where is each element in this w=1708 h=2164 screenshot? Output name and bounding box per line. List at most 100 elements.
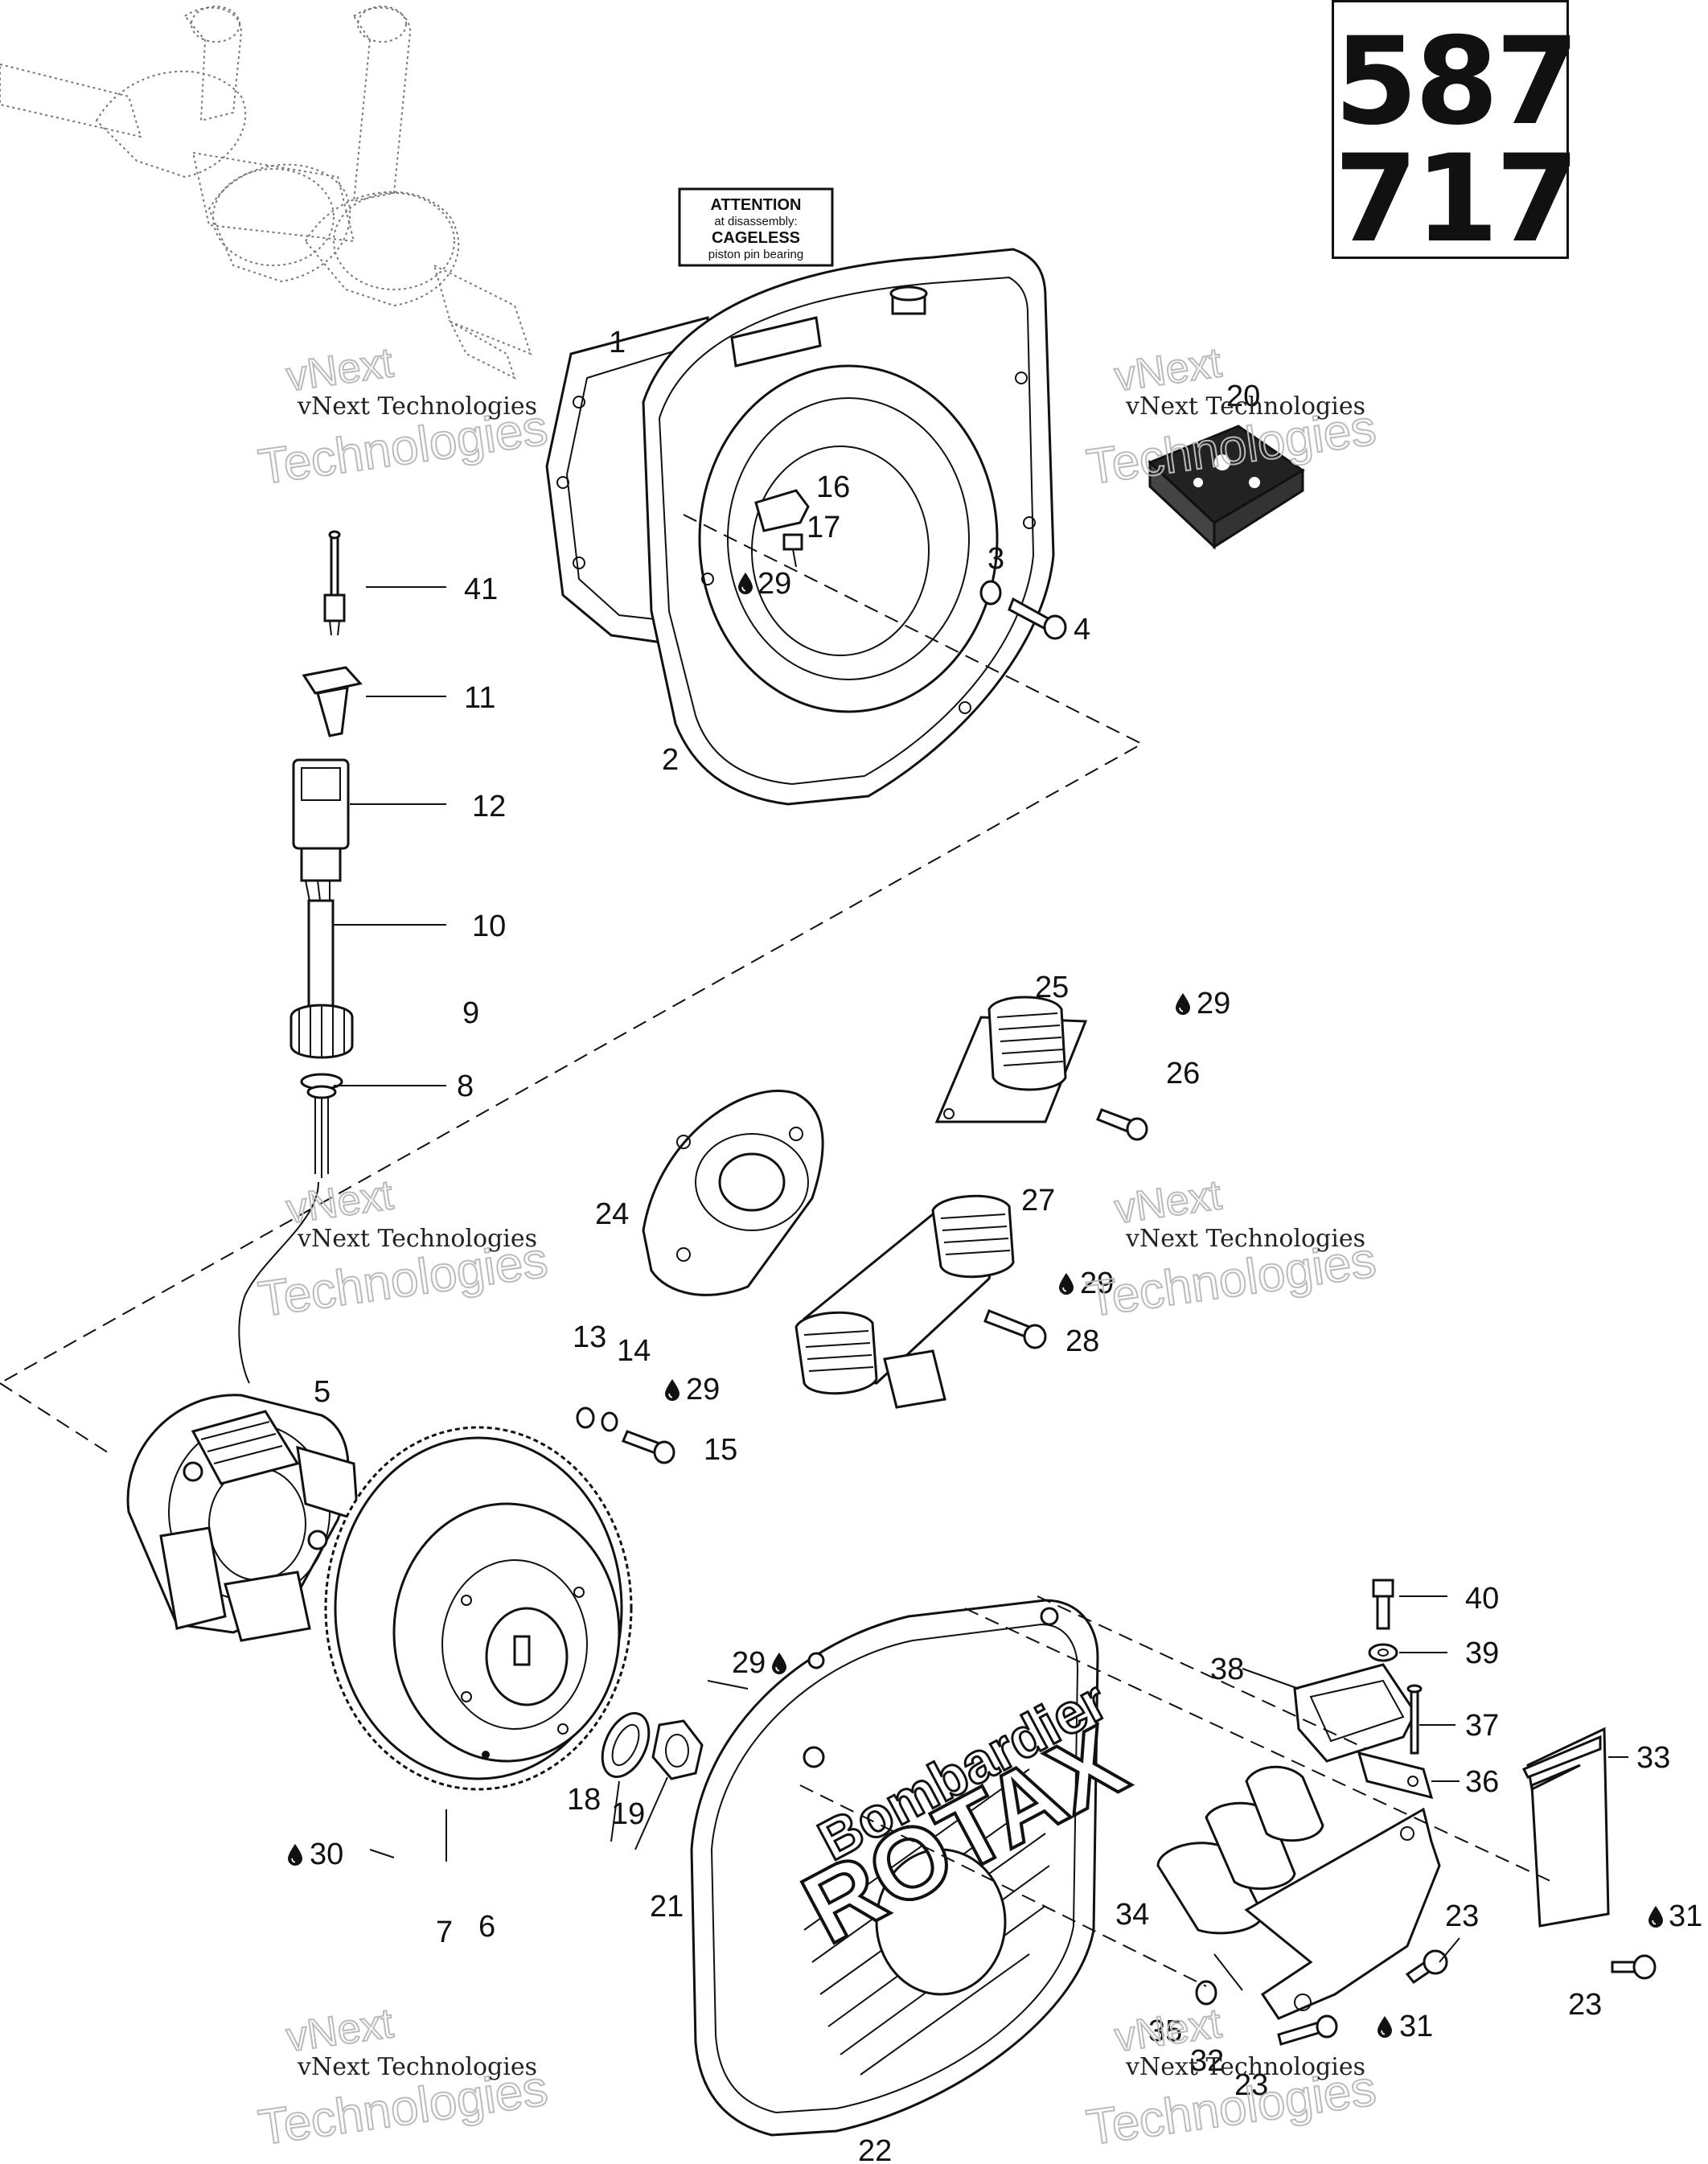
callout-5: 5	[314, 1375, 331, 1409]
watermark-text: vNext Technologies	[297, 392, 537, 421]
model-number-box: 587 717	[1332, 0, 1579, 269]
model-number-717: 717	[1334, 129, 1579, 269]
crankshaft-ghost-illustration	[0, 6, 532, 380]
lock-washer-part-14	[601, 1411, 618, 1432]
assembly-lines	[0, 514, 1553, 1987]
oil-drop-icon	[1648, 1906, 1663, 1928]
callout-24: 24	[595, 1197, 629, 1231]
screw-part-23-right	[1611, 1954, 1657, 1980]
callout-41: 41	[464, 573, 498, 606]
seal-part-8	[300, 1073, 343, 1178]
wiring-harness-part-10	[307, 899, 335, 1011]
callout-29-d: 29	[686, 1373, 720, 1406]
callout-29-c: 29	[1080, 1267, 1114, 1300]
watermark-text: vNext Technologies	[1125, 392, 1365, 421]
attention-label: ATTENTION at disassembly: CAGELESS pisto…	[678, 187, 834, 267]
connector-housing-part-12	[292, 758, 350, 901]
callout-19: 19	[611, 1797, 645, 1831]
screw-part-40	[1372, 1579, 1394, 1630]
screw-part-17	[782, 533, 803, 568]
washer-part-18	[601, 1711, 651, 1779]
terminal-part-41	[323, 530, 346, 636]
callout-1: 1	[609, 326, 626, 359]
callout-21: 21	[650, 1890, 684, 1924]
watermark-text: vNext Technologies	[1125, 2053, 1365, 2081]
oil-drop-icon	[1059, 1273, 1074, 1295]
oil-drop-icon	[1377, 2016, 1392, 2038]
oil-drop-icon	[288, 1844, 302, 1866]
callout-12: 12	[472, 790, 506, 823]
callout-36: 36	[1465, 1765, 1499, 1799]
callout-17: 17	[807, 511, 840, 544]
callout-38: 38	[1210, 1653, 1244, 1686]
watermark-vnext: vNext	[1112, 339, 1225, 400]
cover-part-38	[1293, 1663, 1417, 1763]
screw-part-4	[1008, 597, 1067, 640]
washer-part-35	[1195, 1980, 1217, 2006]
attention-line-1: ATTENTION	[711, 196, 802, 214]
attention-line-4: piston pin bearing	[708, 248, 803, 261]
callout-14: 14	[617, 1334, 651, 1368]
washer-part-3	[979, 580, 1002, 606]
callout-4: 4	[1074, 613, 1090, 647]
oil-drop-icon	[1176, 993, 1190, 1015]
oil-drop-icon	[772, 1653, 786, 1674]
watermark-text: vNext Technologies	[297, 2053, 537, 2081]
callout-9: 9	[462, 996, 479, 1030]
rivet-part-37	[1406, 1684, 1423, 1755]
callout-27: 27	[1021, 1184, 1055, 1218]
watermark-vnext: vNext	[284, 2000, 396, 2061]
model-number-587: 587	[1334, 12, 1579, 152]
callout-11: 11	[464, 681, 495, 715]
screw-part-26	[1096, 1108, 1148, 1141]
callout-25: 25	[1035, 971, 1069, 1004]
foam-pad-part-20	[1148, 425, 1305, 550]
screw-part-23-lower	[1277, 2014, 1338, 2046]
callout-26: 26	[1166, 1057, 1200, 1090]
watermark-vnext: vNext	[1112, 1172, 1225, 1233]
callout-34: 34	[1115, 1898, 1149, 1932]
callout-28: 28	[1065, 1324, 1099, 1358]
callout-7: 7	[436, 1916, 453, 1949]
washer-part-39	[1368, 1643, 1398, 1662]
ignition-coil-part-25	[934, 996, 1088, 1123]
magneto-cover-part-21: Bombardier ROTAX	[690, 1599, 1144, 2137]
callout-33: 33	[1636, 1741, 1670, 1775]
callout-40: 40	[1465, 1582, 1499, 1616]
watermark-vnext: vNext	[284, 1172, 396, 1233]
callout-32: 32	[1190, 2044, 1224, 2078]
mounting-bracket-part-32	[1244, 1807, 1441, 2020]
callout-37: 37	[1465, 1709, 1499, 1743]
bracket-part-36	[1357, 1751, 1434, 1800]
screw-part-23-upper	[1405, 1949, 1448, 1985]
callout-16: 16	[816, 470, 850, 504]
callout-29-b: 29	[1197, 987, 1230, 1020]
connector-lock-part-11	[302, 666, 363, 737]
callout-15: 15	[704, 1433, 737, 1467]
callout-23-c: 23	[1234, 2068, 1268, 2102]
screw-part-28	[983, 1309, 1047, 1349]
callout-29-e: 29	[732, 1646, 766, 1680]
screw-part-15	[622, 1430, 675, 1464]
callout-10: 10	[472, 910, 506, 943]
magneto-housing-part-2	[642, 248, 1055, 806]
hose-part-34	[1156, 1765, 1324, 1935]
callout-35: 35	[1148, 2014, 1182, 2048]
bracket-part-33	[1521, 1727, 1610, 1928]
attention-line-2: at disassembly:	[714, 215, 797, 228]
nut-part-19	[651, 1719, 704, 1780]
callout-22: 22	[858, 2134, 892, 2164]
callout-labels: 1 2 3 4 5 6 7 8 9 10 11 12 13 14 15 16 1…	[310, 326, 1702, 2164]
oil-drop-icon	[665, 1379, 680, 1401]
leader-lines	[334, 586, 1628, 1991]
callout-13: 13	[573, 1320, 606, 1354]
callout-3: 3	[987, 542, 1004, 576]
callout-18: 18	[567, 1783, 601, 1817]
clip-part-16	[754, 489, 810, 532]
callout-2: 2	[662, 743, 679, 777]
washer-part-13	[576, 1406, 595, 1429]
callout-31-a: 31	[1669, 1899, 1702, 1933]
callout-39: 39	[1465, 1636, 1499, 1670]
stator-wire	[238, 1181, 319, 1384]
